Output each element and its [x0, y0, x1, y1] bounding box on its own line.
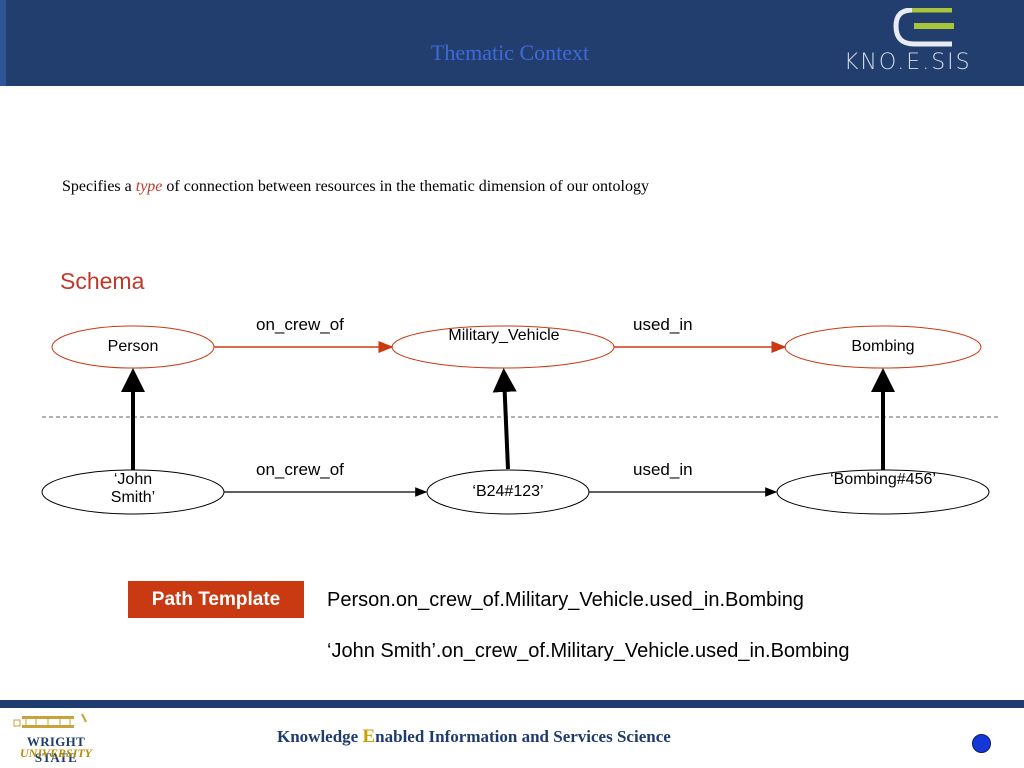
- header-stripe: [0, 0, 6, 86]
- tagline-highlight: E: [362, 726, 376, 747]
- slide-nav-dot[interactable]: [972, 734, 991, 753]
- university-sub: UNIVERSITY: [19, 746, 93, 760]
- wright-flyer-icon: [13, 713, 87, 728]
- description-prefix: Specifies a: [62, 178, 136, 195]
- type-arrow-military-vehicle: [492, 368, 517, 470]
- schema-node-label-bombing: Bombing: [851, 338, 915, 355]
- slide-title: Thematic Context: [430, 40, 590, 65]
- schema-node-label-person: Person: [107, 338, 159, 355]
- description-emphasis: type: [135, 178, 163, 195]
- knoesis-logo-mark-icon: [893, 8, 954, 47]
- wright-state-logo: WRIGHT STATE UNIVERSITY: [6, 712, 106, 765]
- university-name: WRIGHT STATE: [26, 734, 86, 765]
- schema-node-label-military-vehicle: Military_Vehicle: [448, 327, 560, 344]
- footer-bar: [0, 700, 1024, 708]
- schema-heading: Schema: [60, 268, 145, 294]
- tagline-suffix: nabled Information and Services Science: [375, 727, 671, 746]
- diagram-canvas: [41, 325, 1000, 515]
- path-template-schema: Person.on_crew_of.Military_Vehicle.used_…: [327, 589, 804, 611]
- knoesis-logo: KNO.E.SIS: [838, 8, 1008, 78]
- tagline-prefix: Knowledge: [277, 727, 363, 746]
- description-suffix: of connection between resources in the t…: [162, 178, 649, 195]
- instance-node-label-bombing456: ‘Bombing#456’: [830, 471, 936, 488]
- path-template-instance: ‘John Smith’.on_crew_of.Military_Vehicle…: [327, 640, 850, 662]
- instance-edge-label-used-in: used_in: [633, 460, 693, 479]
- schema-edge-label-used-in: used_in: [633, 315, 693, 334]
- path-template-label: Path Template: [128, 581, 304, 618]
- header-bar: Thematic Context KNO.E.SIS: [0, 0, 1024, 86]
- instance-node-label-b24: ‘B24#123’: [472, 483, 544, 500]
- instance-edge-label-on-crew-of: on_crew_of: [256, 460, 344, 479]
- thematic-diagram: Person Military_Vehicle Bombing on_crew_…: [0, 300, 1024, 530]
- slide-description: Specifies a type of connection between r…: [62, 178, 649, 196]
- schema-edge-label-on-crew-of: on_crew_of: [256, 315, 344, 334]
- instance-node-label-john-smith: ‘John Smith’: [110, 471, 156, 506]
- knoesis-logo-text: KNO.E.SIS: [844, 50, 972, 75]
- footer-tagline: Knowledge Enabled Information and Servic…: [277, 726, 671, 748]
